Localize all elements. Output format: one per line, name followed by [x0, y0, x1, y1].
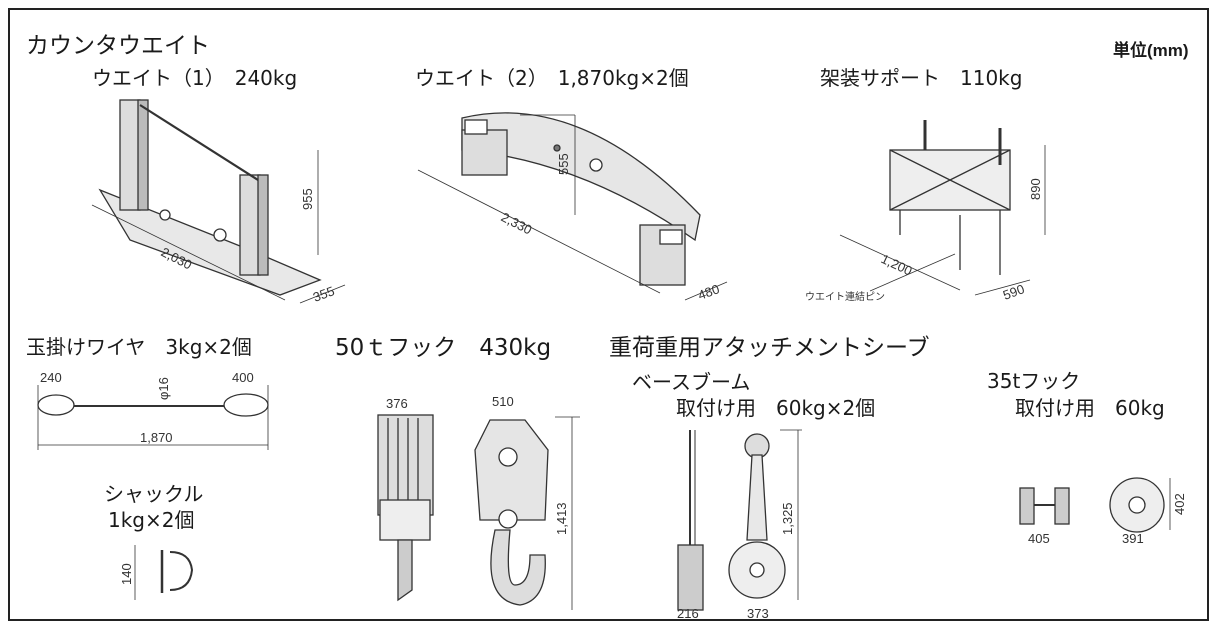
- unit-label: 単位(mm): [1113, 41, 1189, 60]
- support-dimension-lines: [839, 145, 1046, 296]
- hook50-height-dim: 1,413: [554, 502, 569, 535]
- weight2-label: ウエイト（2） 1,870kg×2個: [415, 66, 689, 90]
- wire-total-dim: 1,870: [140, 430, 173, 445]
- weight2-dimension-lines: [417, 114, 728, 301]
- sheave-label-2: ベースブーム: [632, 370, 751, 394]
- weight2-drawing: [461, 112, 701, 286]
- hook35-side-drawing: [1019, 487, 1070, 525]
- shackle-height-dim: 140: [119, 563, 134, 585]
- hook35-front-drawing: [1109, 477, 1171, 533]
- support-height-dim: 890: [1028, 178, 1043, 200]
- hook50-side-drawing: [474, 416, 580, 610]
- shackle-label-1: シャックル: [104, 482, 204, 506]
- wire-drawing: [37, 385, 269, 450]
- sheave-side-drawing: [677, 430, 704, 611]
- sheave-front-width-dim: 373: [747, 606, 769, 621]
- support-label: 架装サポート 110kg: [820, 66, 1023, 90]
- sheave-front-drawing: [728, 429, 802, 600]
- hook35-label-2: 取付け用 60kg: [1015, 396, 1165, 420]
- wire-right-dim: 400: [232, 370, 254, 385]
- sheave-label-3: 取付け用 60kg×2個: [676, 396, 876, 420]
- sheave-height-dim: 1,325: [780, 502, 795, 535]
- hook35-height-dim: 402: [1172, 493, 1187, 515]
- support-length-dim: 1,200: [879, 251, 915, 278]
- section-title: カウンタウエイト: [26, 33, 210, 59]
- support-callout: ウエイト連結ピン: [805, 290, 885, 303]
- support-width-dim: 590: [1001, 281, 1027, 303]
- wire-left-dim: 240: [40, 370, 62, 385]
- hook50-label: 50ｔフック 430kg: [335, 335, 552, 361]
- weight1-height-dim: 955: [300, 188, 315, 210]
- weight2-width-dim: 480: [696, 281, 722, 303]
- hook50-front-drawing: [377, 414, 434, 602]
- wire-dia-dim: φ16: [156, 377, 171, 400]
- shackle-label-2: 1kg×2個: [108, 508, 195, 532]
- weight1-width-dim: 355: [311, 283, 337, 305]
- sheave-side-width-dim: 216: [677, 606, 699, 621]
- hook35-side-width-dim: 405: [1028, 531, 1050, 546]
- weight1-dimension-lines: [91, 150, 346, 304]
- support-drawing: [889, 120, 1011, 275]
- weight2-length-dim: 2,330: [499, 209, 535, 237]
- hook50-side-width-dim: 510: [492, 394, 514, 409]
- diagram-frame: [8, 8, 1209, 621]
- sheave-label-1: 重荷重用アタッチメントシーブ: [609, 335, 930, 361]
- weight1-label: ウエイト（1） 240kg: [92, 66, 298, 90]
- wire-label: 玉掛けワイヤ 3kg×2個: [26, 335, 252, 359]
- weight2-height-dim: 555: [556, 153, 571, 175]
- hook35-front-width-dim: 391: [1122, 531, 1144, 546]
- weight1-drawing: [98, 99, 322, 296]
- hook35-label-1: 35tフック: [987, 369, 1081, 393]
- shackle-drawing: [134, 545, 194, 600]
- hook50-front-width-dim: 376: [386, 396, 408, 411]
